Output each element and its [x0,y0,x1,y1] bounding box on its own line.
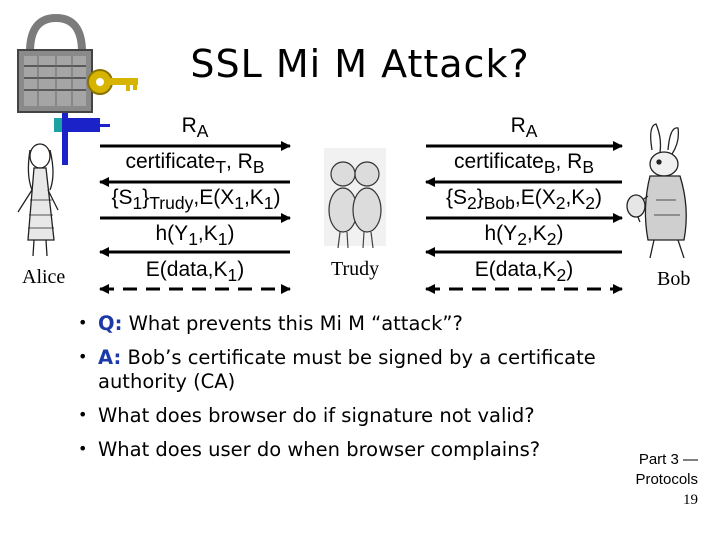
page-number: 19 [683,492,698,508]
trudy-figure [324,148,386,249]
bullet-dot-icon: • [78,347,88,366]
slide-footer: Part 3 — Protocols 19 [598,450,698,510]
bullet-answer: •A: Bob’s certificate must be signed by … [78,346,596,393]
footer-section: Protocols [635,471,698,488]
footer-part: Part 3 — [638,451,698,468]
header-accent [54,95,110,165]
left-msg-cert: certificateT, RB [125,150,265,178]
right-msg-s2: {S2}Bob,E(X2,K2) [445,186,603,214]
slide-title: SSL Mi M Attack? [190,42,530,86]
right-arrows [425,141,623,294]
bob-rabbit-figure [626,123,687,259]
left-msg-s1: {S1}Trudy,E(X1,K1) [111,186,281,214]
left-msg-h1: h(Y1,K1) [155,222,235,250]
right-msg-h2: h(Y2,K2) [484,222,564,250]
padlock-icon [17,13,93,113]
bullet-list: •Q: What prevents this Mi M “attack”? •A… [70,312,630,472]
left-msg-data: E(data,K1) [145,258,245,286]
left-msg-ra: RA [181,114,209,142]
bullet-user: •What does user do when browser complain… [78,438,541,461]
key-icon [87,69,138,95]
bob-label: Bob [657,268,691,290]
bullet-question: •Q: What prevents this Mi M “attack”? [78,312,463,335]
right-msg-ra: RA [510,114,538,142]
right-msg-data: E(data,K2) [474,258,574,286]
trudy-label: Trudy [331,258,380,280]
bullet-browser: •What does browser do if signature not v… [78,404,535,427]
bullet-dot-icon: • [78,313,88,332]
bullet-dot-icon: • [78,405,88,424]
left-arrows [99,141,291,294]
right-msg-cert: certificateB, RB [453,150,595,178]
alice-figure [17,143,59,257]
alice-label: Alice [22,266,66,288]
bullet-dot-icon: • [78,439,88,458]
